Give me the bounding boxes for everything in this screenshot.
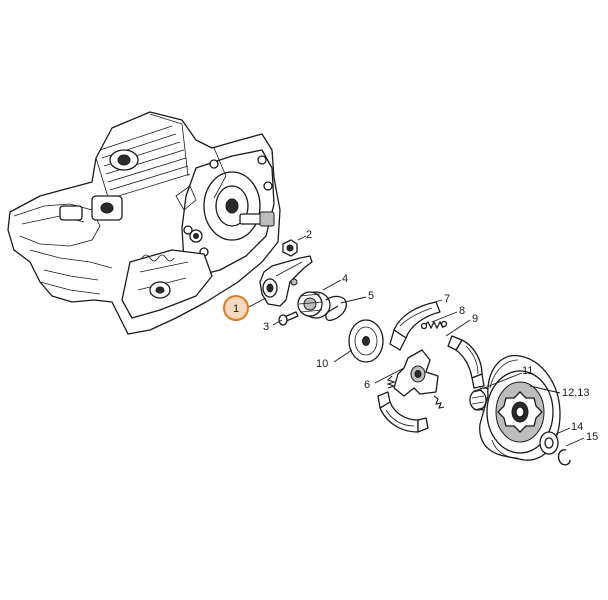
callout-11-label: 11 [522,365,533,377]
callout-3-label: 3 [263,321,269,333]
callout-12-13-label: 12,13 [562,387,590,399]
callout-5-label: 5 [368,290,374,302]
callout-4-label: 4 [342,273,348,285]
callout-1-label: 1 [233,303,239,315]
callout-labels: 1 2 3 4 5 6 7 8 9 10 11 12,13 14 15 [223,229,598,443]
part-8-spring [420,320,448,330]
callout-7-label: 7 [444,293,450,305]
part-4-bushing [297,291,331,319]
part-3-screw [278,311,299,326]
callout-9-label: 9 [472,313,478,325]
hub-springs [386,375,445,409]
part-5-spring-clip [325,295,347,322]
part-10-washer-plate [348,319,384,363]
callout-2-label: 2 [306,229,312,241]
leader-lines [244,235,585,447]
part-12-13-clutch-drum [479,354,561,461]
part-15-e-clip [557,449,571,466]
callout-10-label: 10 [316,358,328,370]
part-14-washer [539,431,559,455]
part-9-clutch-shoe [447,335,485,389]
callout-14-label: 14 [571,421,583,433]
part-1-brake-lever [259,255,313,307]
callout-8-label: 8 [459,305,465,317]
engine-housing [7,111,281,335]
part-2-nut [282,239,298,257]
clutch-shoe-lower [377,391,429,433]
callout-1-highlight [223,295,249,321]
callout-6-label: 6 [364,379,370,391]
callout-15-label: 15 [586,431,598,443]
part-7-clutch-shoe [389,301,441,351]
callout-1[interactable]: 1 [223,295,249,321]
part-6-clutch-hub [393,349,439,397]
